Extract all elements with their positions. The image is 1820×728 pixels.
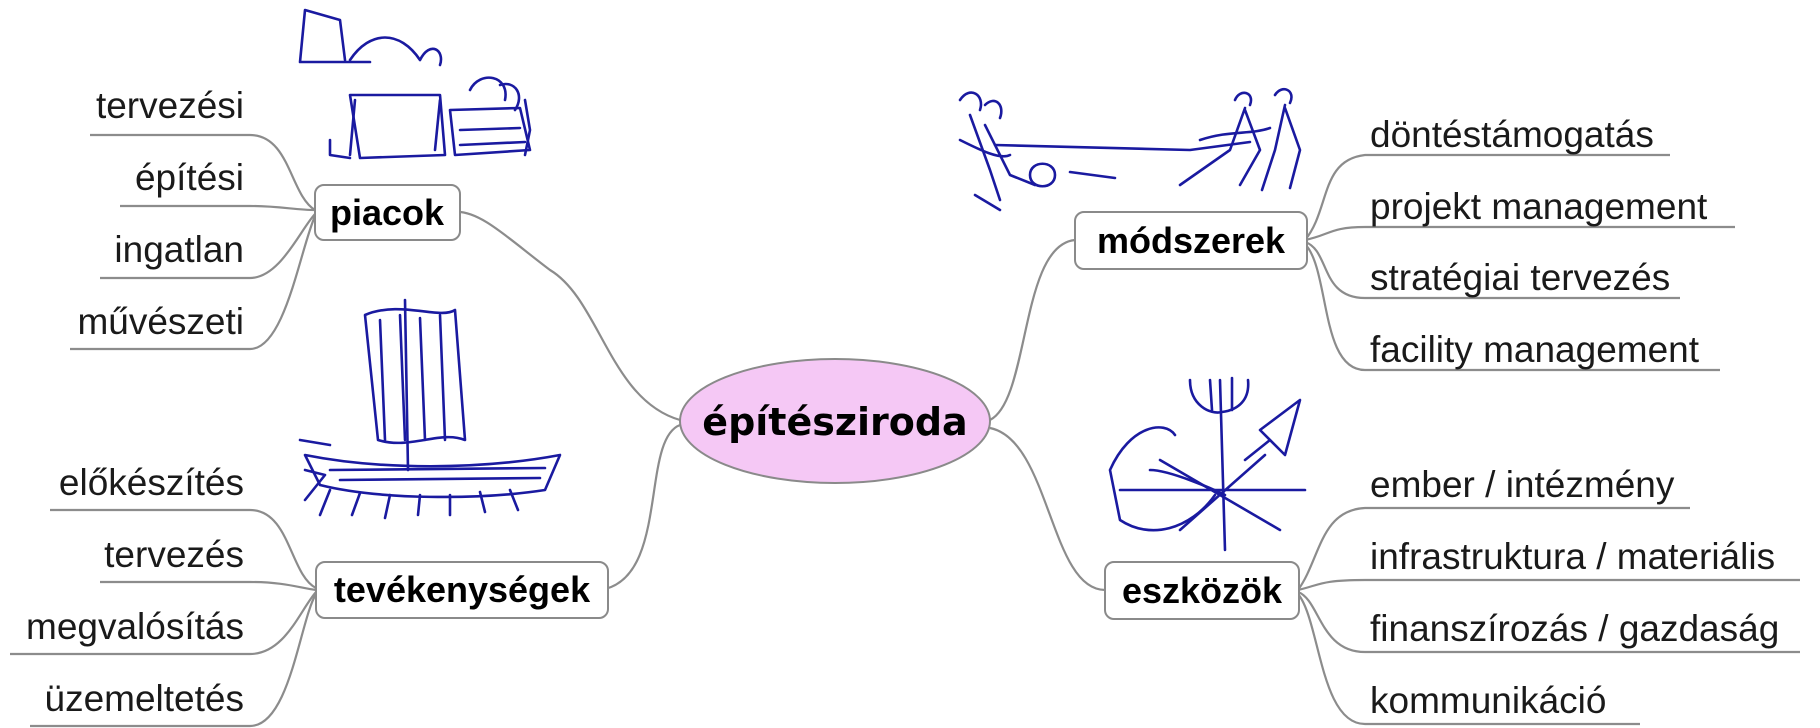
leaf-strategiai-tervezes[interactable]: stratégiai tervezés <box>1370 257 1670 298</box>
leaf-kommunikacio[interactable]: kommunikáció <box>1370 680 1606 721</box>
branch-label-tevekenysegek: tevékenységek <box>334 569 591 610</box>
tevekenysegek-leaf-connectors <box>10 508 317 728</box>
center-connectors <box>454 210 1106 592</box>
branch-node-tevekenysegek[interactable]: tevékenységek <box>315 561 609 619</box>
leaf-infrastruktura-materialis[interactable]: infrastruktura / materiális <box>1370 536 1775 577</box>
branch-label-eszkozok: eszközök <box>1122 570 1283 611</box>
leaf-ingatlan[interactable]: ingatlan <box>114 229 244 270</box>
modszerek-leaf-connectors <box>1304 153 1735 372</box>
leaf-tervezesi[interactable]: tervezési <box>96 85 244 126</box>
eszkozok-leaf-connectors <box>1297 506 1800 726</box>
leaf-projekt-management[interactable]: projekt management <box>1370 186 1708 227</box>
tools-sketch-icon <box>1108 376 1307 552</box>
leaf-ember-intezmeny[interactable]: ember / intézmény <box>1370 464 1675 505</box>
leaf-facility-management[interactable]: facility management <box>1370 329 1700 370</box>
leaf-megvalositas[interactable]: megvalósítás <box>26 606 244 647</box>
tug-of-war-sketch-icon <box>958 87 1302 212</box>
leaf-epitesi[interactable]: építési <box>135 157 244 198</box>
leaf-finanszirozas-gazdasag[interactable]: finanszírozás / gazdaság <box>1370 608 1779 649</box>
market-stall-sketch-icon <box>298 8 532 160</box>
leaf-dontestamogatas[interactable]: döntéstámogatás <box>1370 114 1654 155</box>
branch-node-piacok[interactable]: piacok <box>314 184 461 241</box>
leaf-tervezes[interactable]: tervezés <box>104 534 244 575</box>
leaf-uzemeltetes[interactable]: üzemeltetés <box>45 678 245 719</box>
branch-label-modszerek: módszerek <box>1097 220 1286 261</box>
central-node-ellipse <box>679 358 991 484</box>
sailing-ship-sketch-icon <box>298 298 562 520</box>
leaf-muveszeti[interactable]: művészeti <box>77 301 244 342</box>
piacok-leaf-connectors <box>70 133 317 351</box>
branch-node-eszkozok[interactable]: eszközök <box>1104 561 1300 620</box>
branch-node-modszerek[interactable]: módszerek <box>1074 211 1308 270</box>
central-node-label: építésziroda <box>702 400 967 444</box>
central-node[interactable]: építésziroda <box>679 358 991 484</box>
branch-label-piacok: piacok <box>330 192 445 233</box>
leaf-elokeszites[interactable]: előkészítés <box>59 462 244 503</box>
